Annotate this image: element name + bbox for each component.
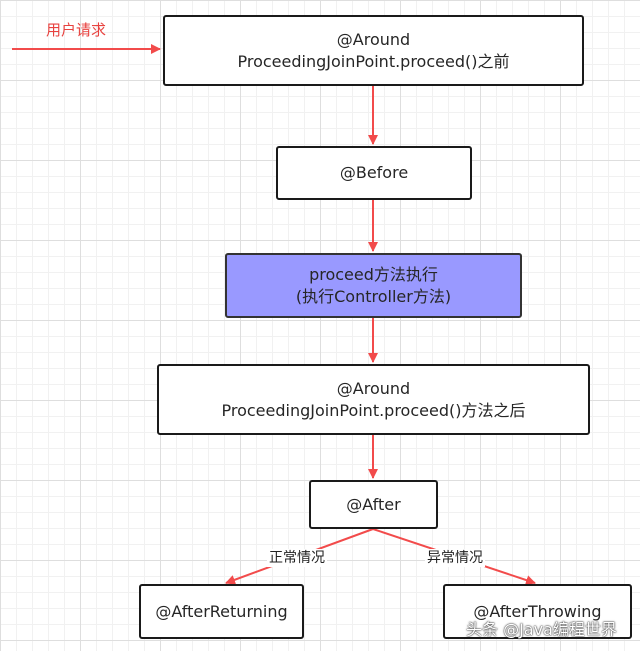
user-request-label: 用户请求: [46, 21, 107, 39]
after-node[interactable]: @After: [309, 480, 438, 529]
around-before-node[interactable]: @Around ProceedingJoinPoint.proceed()之前: [163, 15, 584, 86]
after-returning-node[interactable]: @AfterReturning: [139, 584, 304, 639]
after-throwing-node[interactable]: @AfterThrowing: [443, 584, 632, 639]
normal-case-label: 正常情况: [267, 549, 327, 567]
before-node[interactable]: @Before: [276, 146, 472, 200]
around-after-node[interactable]: @Around ProceedingJoinPoint.proceed()方法之…: [157, 364, 590, 435]
watermark-text: 头条 @Java编程世界: [466, 620, 617, 639]
proceed-node[interactable]: proceed方法执行 (执行Controller方法): [225, 253, 522, 318]
exception-case-label: 异常情况: [425, 549, 485, 567]
